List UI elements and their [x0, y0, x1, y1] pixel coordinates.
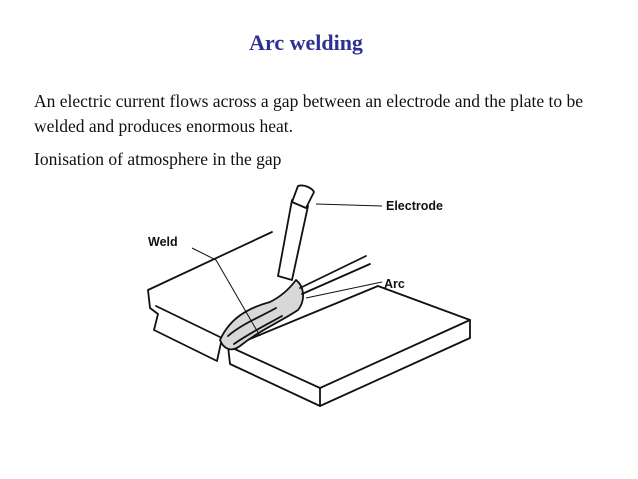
arc-welding-diagram: Electrode Weld Arc: [120, 178, 500, 438]
description-paragraph: An electric current flows across a gap b…: [34, 91, 584, 136]
weld-label: Weld: [148, 235, 178, 249]
electrode-label: Electrode: [386, 199, 443, 213]
left-plate: [147, 231, 273, 362]
arc-lines: [299, 255, 371, 295]
electrode-rod: [277, 199, 309, 281]
arc-label: Arc: [384, 277, 405, 291]
slide-title: Arc welding: [249, 30, 363, 55]
ionisation-text: Ionisation of atmosphere in the gap: [34, 149, 282, 169]
right-plate: [227, 285, 471, 389]
